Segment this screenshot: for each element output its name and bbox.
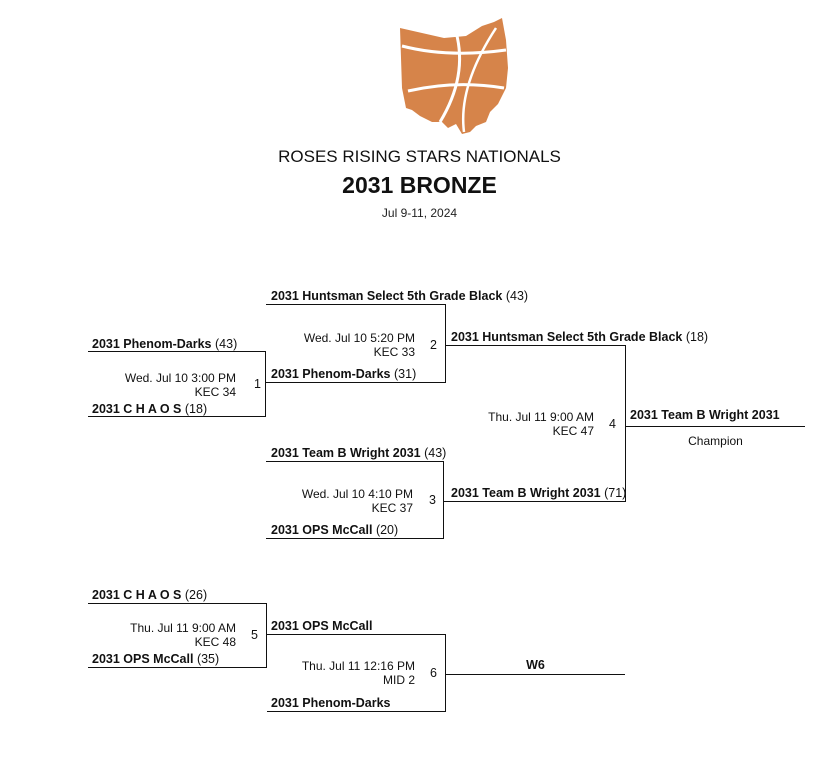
g3-top-slot[interactable]: 2031 Team B Wright 2031 (43) [271, 446, 446, 460]
bracket-connector [625, 345, 626, 502]
game-court: KEC 34 [194, 385, 236, 399]
g5-top-slot[interactable]: 2031 C H A O S (26) [92, 588, 207, 602]
bracket-line [88, 603, 267, 604]
bracket-line [88, 351, 266, 352]
champion-slot[interactable]: 2031 Team B Wright 2031 [630, 408, 780, 422]
team-score: (43) [424, 446, 447, 460]
team-score: (43) [505, 289, 529, 303]
g3-info: Wed. Jul 10 4:10 PM KEC 37 [266, 487, 413, 515]
g6-winner-slot[interactable]: W6 [526, 658, 545, 672]
event-title: ROSES RISING STARS NATIONALS [278, 147, 561, 166]
bracket-line [266, 461, 444, 462]
game-date: Wed. Jul 10 3:00 PM [124, 371, 236, 385]
game-court: KEC 33 [373, 345, 415, 359]
game-number: 4 [609, 417, 616, 431]
team-name: 2031 Phenom-Darks [271, 696, 391, 710]
g6-top-slot[interactable]: 2031 OPS McCall [271, 619, 372, 633]
team-score: (26) [184, 588, 208, 602]
team-score: (35) [196, 652, 220, 666]
bracket-line [446, 345, 626, 346]
bracket-line [266, 538, 444, 539]
g5-info: Thu. Jul 11 9:00 AM KEC 48 [88, 621, 236, 649]
team-name: 2031 Team B Wright 2031 [630, 408, 780, 422]
g4-bottom-slot[interactable]: 2031 Team B Wright 2031 (71) [451, 486, 626, 500]
team-score: (31) [394, 367, 417, 381]
game-number: 1 [254, 377, 261, 391]
bracket-line [266, 304, 446, 305]
team-score: (18) [184, 402, 208, 416]
g4-info: Thu. Jul 11 9:00 AM KEC 47 [446, 410, 594, 438]
g1-info: Wed. Jul 10 3:00 PM KEC 34 [88, 371, 236, 399]
team-name: 2031 Huntsman Select 5th Grade Black [451, 330, 683, 344]
team-score: (20) [375, 523, 399, 537]
division-title: 2031 BRONZE [342, 172, 497, 198]
game-date: Wed. Jul 10 5:20 PM [303, 331, 415, 345]
game-number: 6 [430, 666, 437, 680]
game-date: Thu. Jul 11 9:00 AM [130, 621, 236, 635]
bracket-line [444, 501, 626, 502]
team-name: 2031 Phenom-Darks [271, 367, 391, 381]
g1-top-slot[interactable]: 2031 Phenom-Darks (43) [92, 337, 237, 351]
game-court: MID 2 [382, 673, 415, 687]
bracket-line [267, 711, 446, 712]
g2-info: Wed. Jul 10 5:20 PM KEC 33 [266, 331, 415, 359]
team-name: 2031 OPS McCall [271, 523, 373, 537]
team-score: (43) [215, 337, 238, 351]
bracket-connector [445, 304, 446, 383]
g1-bottom-slot[interactable]: 2031 C H A O S (18) [92, 402, 207, 416]
g2-bottom-slot[interactable]: 2031 Phenom-Darks (31) [271, 367, 416, 381]
g3-bottom-slot[interactable]: 2031 OPS McCall (20) [271, 523, 398, 537]
bracket-line [88, 416, 266, 417]
game-number: 3 [429, 493, 436, 507]
team-name: 2031 Huntsman Select 5th Grade Black [271, 289, 503, 303]
game-court: KEC 48 [194, 635, 236, 649]
team-score: (18) [685, 330, 709, 344]
bracket-connector [266, 603, 267, 668]
bracket-line [266, 382, 446, 383]
game-number: 2 [430, 338, 437, 352]
game-number: 5 [251, 628, 258, 642]
event-dates: Jul 9-11, 2024 [381, 206, 458, 220]
game-court: KEC 37 [371, 501, 413, 515]
g6-bottom-slot[interactable]: 2031 Phenom-Darks [271, 696, 391, 710]
g2-top-slot[interactable]: 2031 Huntsman Select 5th Grade Black (43… [271, 289, 528, 303]
team-name: 2031 Team B Wright 2031 [271, 446, 421, 460]
team-name: 2031 Team B Wright 2031 [451, 486, 601, 500]
team-score: (71) [604, 486, 627, 500]
champion-label: Champion [688, 434, 743, 448]
team-name: 2031 C H A O S [92, 588, 182, 602]
bracket-connector [443, 461, 444, 539]
bracket-connector [265, 351, 266, 417]
bracket-line [267, 634, 446, 635]
team-name: 2031 OPS McCall [92, 652, 194, 666]
ohio-basketball-logo-icon [400, 18, 508, 134]
game-date: Thu. Jul 11 9:00 AM [488, 410, 594, 424]
bracket-line [88, 667, 267, 668]
game-court: KEC 47 [552, 424, 594, 438]
team-name: 2031 Phenom-Darks [92, 337, 212, 351]
game-date: Thu. Jul 11 12:16 PM [301, 659, 415, 673]
team-name: 2031 C H A O S [92, 402, 182, 416]
game-date: Wed. Jul 10 4:10 PM [301, 487, 413, 501]
bracket-connector [445, 634, 446, 712]
team-name: 2031 OPS McCall [271, 619, 373, 633]
bracket-line [446, 674, 625, 675]
bracket-line [626, 426, 805, 427]
g5-bottom-slot[interactable]: 2031 OPS McCall (35) [92, 652, 219, 666]
g6-info: Thu. Jul 11 12:16 PM MID 2 [267, 659, 415, 687]
g4-top-slot[interactable]: 2031 Huntsman Select 5th Grade Black (18… [451, 330, 708, 344]
